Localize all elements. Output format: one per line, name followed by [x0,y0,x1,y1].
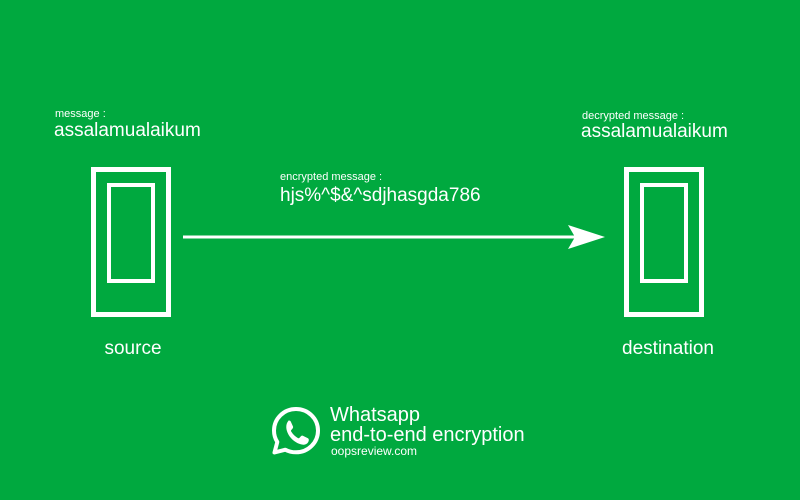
encrypted-message-label: encrypted message : [280,171,383,183]
destination-phone-screen [640,183,688,283]
source-message-text: assalamualaikum [54,120,201,141]
feature-title: end-to-end encryption [330,424,525,446]
whatsapp-logo-icon [272,407,320,455]
transmission-arrow-icon [183,225,605,249]
arrow-head [568,225,605,249]
source-message-label: message : [55,108,106,120]
encrypted-message-text: hjs%^$&^sdjhasgda786 [280,185,481,206]
destination-message-text: assalamualaikum [581,121,728,142]
destination-message-label: decrypted message : [582,110,685,122]
destination-caption: destination [622,338,714,359]
site-credit: oopsreview.com [331,444,418,458]
app-name: Whatsapp [330,404,421,426]
destination-phone-icon [624,167,704,317]
source-phone-icon [91,167,171,317]
source-phone-screen [107,183,155,283]
source-caption: source [104,338,162,359]
